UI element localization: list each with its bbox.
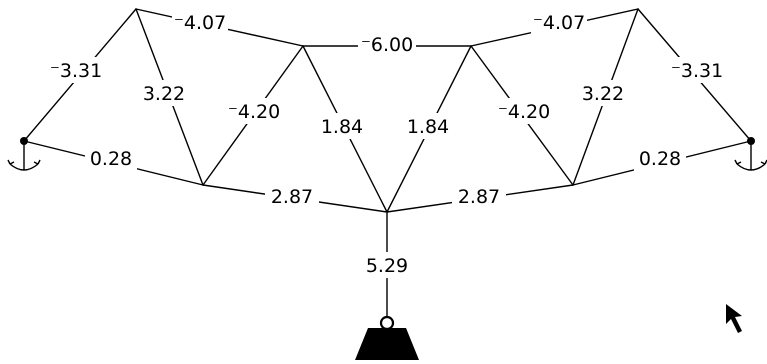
pin-support-icon <box>734 137 767 171</box>
force-value: ⁻4.20 <box>498 101 550 123</box>
force-value: 2.87 <box>458 186 500 208</box>
force-value: 2.87 <box>271 186 313 208</box>
label-left-center-diag: 1.84 <box>317 113 367 139</box>
label-center-top-chord: ⁻6.00 <box>358 31 416 57</box>
member-force-labels: ⁻3.31 ⁻4.07 ⁻6.00 ⁻4.07 ⁻3.31 3.22 ⁻4.20 <box>49 9 724 278</box>
force-value: ⁻4.07 <box>533 12 585 34</box>
label-right-center-diag: 1.84 <box>403 113 453 139</box>
label-hanger: 5.29 <box>359 252 415 278</box>
label-left-vertical-diag: 3.22 <box>139 80 189 106</box>
label-right-outer-top: ⁻3.31 <box>670 57 724 83</box>
label-right-vertical-diag: 3.22 <box>578 80 628 106</box>
label-left-inner-diag: ⁻4.20 <box>226 98 282 124</box>
force-value: ⁻3.31 <box>671 60 723 82</box>
mouse-pointer-icon <box>726 304 742 333</box>
label-right-bottom-outer: 0.28 <box>634 145 686 171</box>
label-left-bottom-inner: 2.87 <box>265 183 319 209</box>
force-value: 5.29 <box>366 255 408 277</box>
pin-support-icon <box>7 137 41 171</box>
label-left-outer-top: ⁻3.31 <box>49 57 103 83</box>
label-right-bottom-inner: 2.87 <box>452 183 506 209</box>
label-right-top-chord: ⁻4.07 <box>531 9 587 35</box>
force-value: 1.84 <box>407 116 449 138</box>
label-left-bottom-outer: 0.28 <box>85 145 137 171</box>
force-value: ⁻4.07 <box>174 12 226 34</box>
label-left-top-chord: ⁻4.07 <box>172 9 228 35</box>
force-value: ⁻4.20 <box>228 101 280 123</box>
force-value: ⁻3.31 <box>50 60 102 82</box>
hanging-weight-icon <box>355 315 419 360</box>
force-value: 0.28 <box>90 148 132 170</box>
force-value: 1.84 <box>321 116 363 138</box>
force-value: 3.22 <box>582 83 624 105</box>
force-value: 0.28 <box>639 148 681 170</box>
force-value: 3.22 <box>143 83 185 105</box>
force-value: ⁻6.00 <box>361 34 413 56</box>
label-right-inner-diag: ⁻4.20 <box>496 98 552 124</box>
